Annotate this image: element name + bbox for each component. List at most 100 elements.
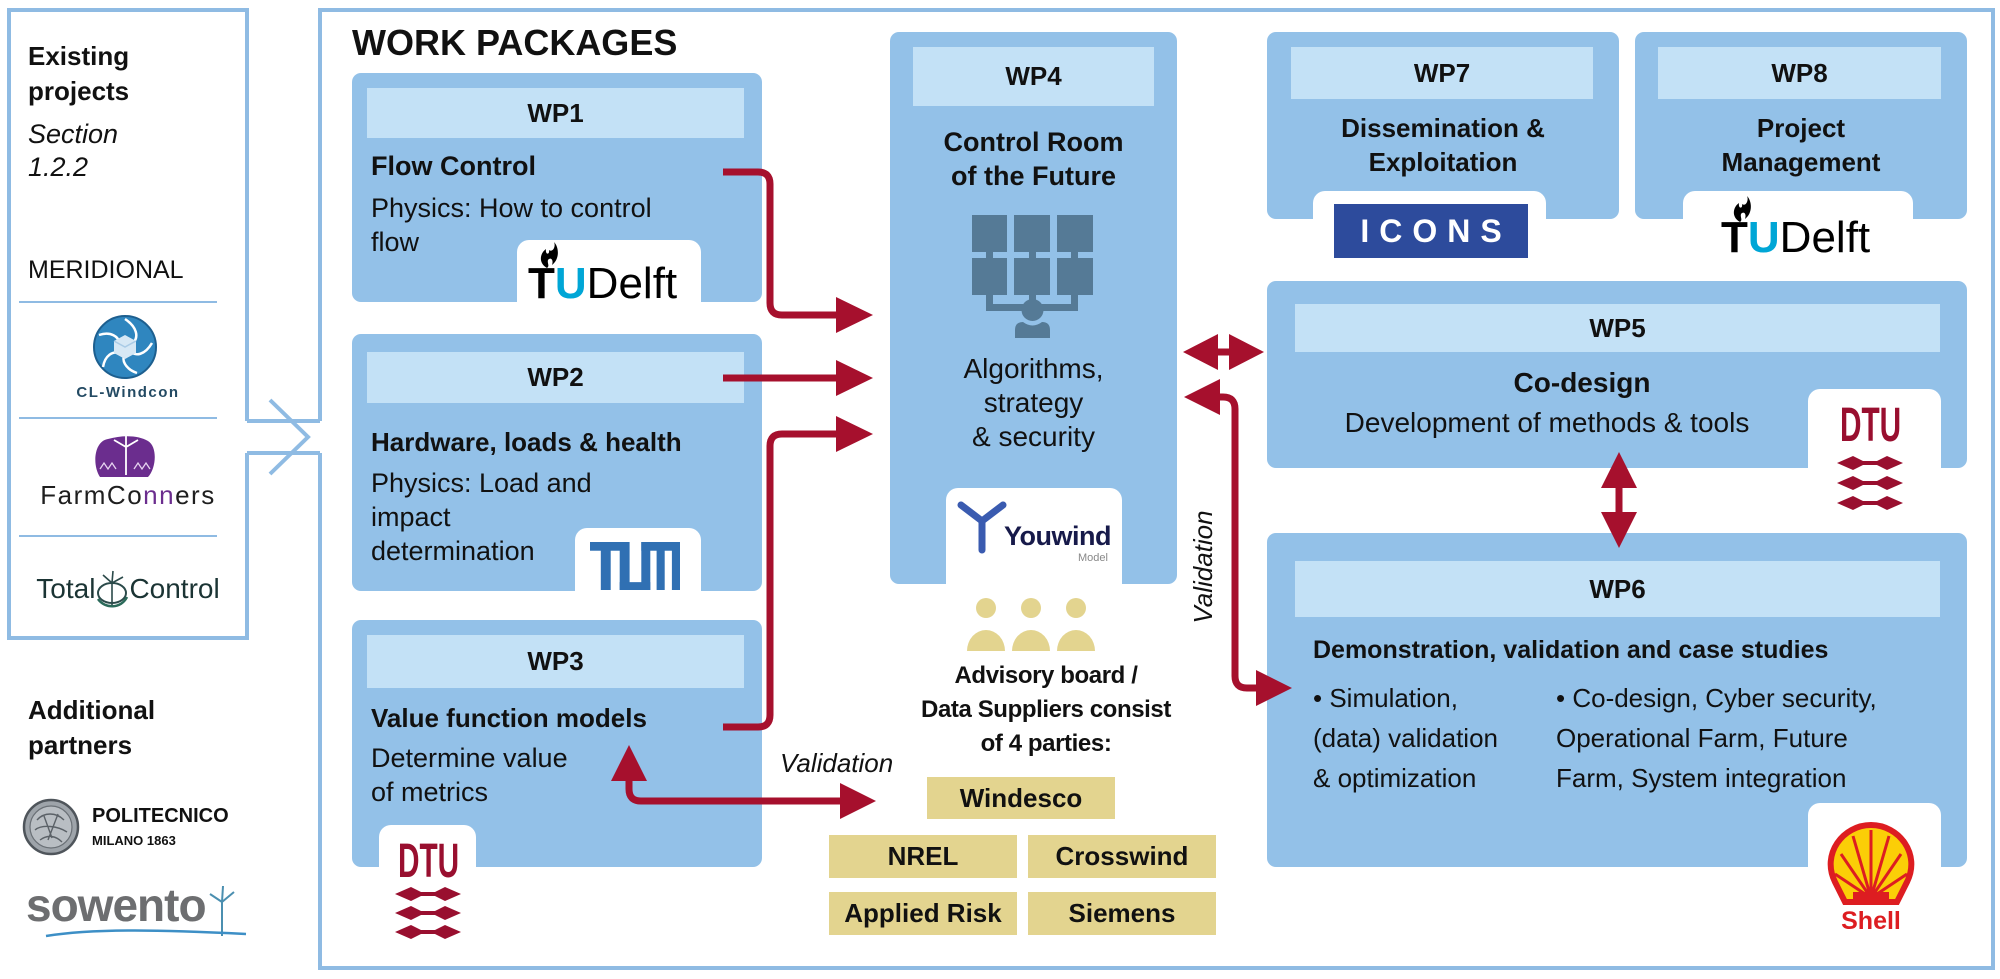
wp6-bullet-line: • Co-design, Cyber security,	[1556, 683, 1877, 713]
totalcontrol-text-end: Control	[129, 573, 220, 604]
sowento-turbine-icon	[45, 885, 247, 938]
wp8-id: WP8	[1771, 57, 1828, 88]
wp8-box: WP8 Project Management	[1635, 32, 1967, 221]
wp6-bullet-column-1: • Simulation, (data) validation & optimi…	[1313, 678, 1498, 798]
dtu-waves-icon	[395, 887, 461, 939]
wp2-box: WP2 Hardware, loads & health Physics: Lo…	[352, 334, 762, 593]
youwind-logo-name: Youwind	[1004, 521, 1111, 551]
wp4-box: WP4 Control Room of the Future Algorithm…	[890, 32, 1177, 586]
dtu-logo-text: DTU	[398, 835, 460, 888]
wp1-header: WP1	[367, 88, 744, 138]
arrow-wp3-validation-head-right	[840, 783, 876, 819]
wp7-title: Dissemination & Exploitation	[1267, 111, 1619, 179]
wp5-description: Development of methods & tools	[1344, 407, 1750, 438]
totalcontrol-logo: Total Control	[9, 570, 247, 608]
wp2-description-line: Physics: Load and	[371, 468, 592, 498]
section-ref-line1: Section	[28, 119, 119, 149]
arrow-wp2-to-wp4-head	[836, 360, 873, 396]
dtu-waves-icon	[1837, 456, 1903, 510]
wp2-description: Physics: Load and impact determination	[371, 466, 592, 568]
wp3-box: WP3 Value function models Determine valu…	[352, 620, 762, 869]
wp1-description-line: Physics: How to control	[371, 193, 652, 223]
tudelft-logo-text: TUDelft	[1721, 216, 1870, 260]
wp8-header: WP8	[1658, 47, 1941, 99]
additional-partners-heading-line1: Additional	[28, 695, 156, 725]
supplier-windesco: Windesco	[927, 777, 1115, 819]
youwind-logo-tagline: Model	[1078, 552, 1108, 564]
wp5-title: Co-design	[1513, 367, 1651, 398]
tudelft-t: T	[1721, 213, 1748, 262]
wp3-description-line: of metrics	[371, 777, 489, 807]
clwindcon-logo-text: CL-Windcon	[76, 384, 180, 401]
wp3-title: Value function models	[371, 703, 647, 733]
wp4-id: WP4	[1005, 61, 1062, 91]
wp6-bullet-line: Operational Farm, Future	[1556, 723, 1848, 753]
divider	[19, 535, 217, 537]
wp5-id: WP5	[1589, 312, 1646, 343]
arrow-wp3-to-wp4-head	[836, 416, 873, 452]
supplier-crosswind: Crosswind	[1028, 835, 1216, 878]
arrow-wp1-to-wp4-head	[836, 297, 873, 333]
existing-projects-heading-line1: Existing	[28, 41, 130, 71]
tudelft-logo-text: TUDelft	[528, 262, 677, 306]
wp6-bullet-line: Farm, System integration	[1556, 763, 1847, 793]
wp2-header: WP2	[367, 352, 744, 403]
advisory-board-title-line: Advisory board /	[954, 662, 1138, 689]
divider	[19, 417, 217, 419]
wp2-description-line: determination	[371, 536, 535, 566]
additional-partners-heading-line2: partners	[28, 730, 133, 760]
tudelft-delft: Delft	[1779, 213, 1871, 262]
farmconners-text-end: ers	[175, 480, 216, 510]
supplier-applied-risk: Applied Risk	[829, 892, 1017, 935]
chevron-right-icon	[268, 398, 311, 476]
wp4-description-line: strategy	[983, 387, 1084, 418]
wp3-id: WP3	[527, 646, 584, 676]
validation-label-wp3: Validation	[780, 748, 894, 778]
wp2-id: WP2	[527, 362, 584, 392]
wp5-header: WP5	[1295, 304, 1940, 352]
sowento-logo-text: sowento	[26, 879, 207, 931]
polimi-logo-subtitle: MILANO 1863	[92, 833, 176, 848]
wp6-title: Demonstration, validation and case studi…	[1313, 636, 1829, 664]
people-icon	[967, 598, 1095, 651]
clwindcon-aperture-icon	[93, 315, 157, 379]
arrow-wp6-validation-head-left	[1184, 379, 1220, 415]
divider	[19, 301, 217, 303]
advisory-board-title-line: of 4 parties:	[980, 730, 1112, 757]
advisory-board-title: Advisory board / Data Suppliers consist …	[860, 659, 1232, 761]
wp6-header: WP6	[1295, 561, 1940, 617]
icons-logo: ICONS	[1334, 204, 1528, 258]
arrow-wp4-wp5-head-right	[1229, 334, 1264, 370]
wp4-description-line: & security	[972, 421, 1095, 452]
wp3-header: WP3	[367, 635, 744, 688]
tum-logo-icon	[590, 542, 680, 590]
supplier-siemens: Siemens	[1028, 892, 1216, 935]
totalcontrol-text-start: Total	[36, 573, 96, 604]
tudelft-delft: Delft	[586, 259, 678, 308]
meridional-logo: MERIDIONAL	[28, 256, 184, 284]
wp1-title: Flow Control	[371, 151, 536, 181]
wp7-title-line: Exploitation	[1368, 147, 1518, 177]
wp2-description-line: impact	[371, 502, 451, 532]
tudelft-t: T	[528, 259, 555, 308]
polimi-logo-name: POLITECNICO	[92, 805, 229, 827]
wp7-header: WP7	[1291, 47, 1593, 99]
wp1-id: WP1	[527, 97, 584, 128]
youwind-turbine-icon	[957, 501, 1007, 554]
tudelft-u: U	[554, 259, 587, 308]
existing-projects-heading-line2: projects	[28, 76, 130, 106]
dtu-logo-text: DTU	[1840, 399, 1902, 452]
tudelft-u: U	[1747, 213, 1780, 262]
section-ref-line2: 1.2.2	[28, 152, 89, 182]
wp4-title-line: Control Room	[943, 127, 1124, 157]
farmconners-text-start: FarmCo	[40, 480, 144, 510]
control-room-icon	[972, 215, 1093, 338]
wp7-title-line: Dissemination &	[1341, 113, 1545, 143]
wp6-box: WP6 Demonstration, validation and case s…	[1267, 533, 1967, 869]
wp4-title-line: of the Future	[951, 161, 1116, 191]
farmconners-text-highlight: nn	[143, 480, 176, 510]
wp4-description: Algorithms, strategy & security	[890, 352, 1177, 454]
wp7-id: WP7	[1413, 57, 1471, 88]
totalcontrol-turbine-icon	[97, 570, 129, 608]
